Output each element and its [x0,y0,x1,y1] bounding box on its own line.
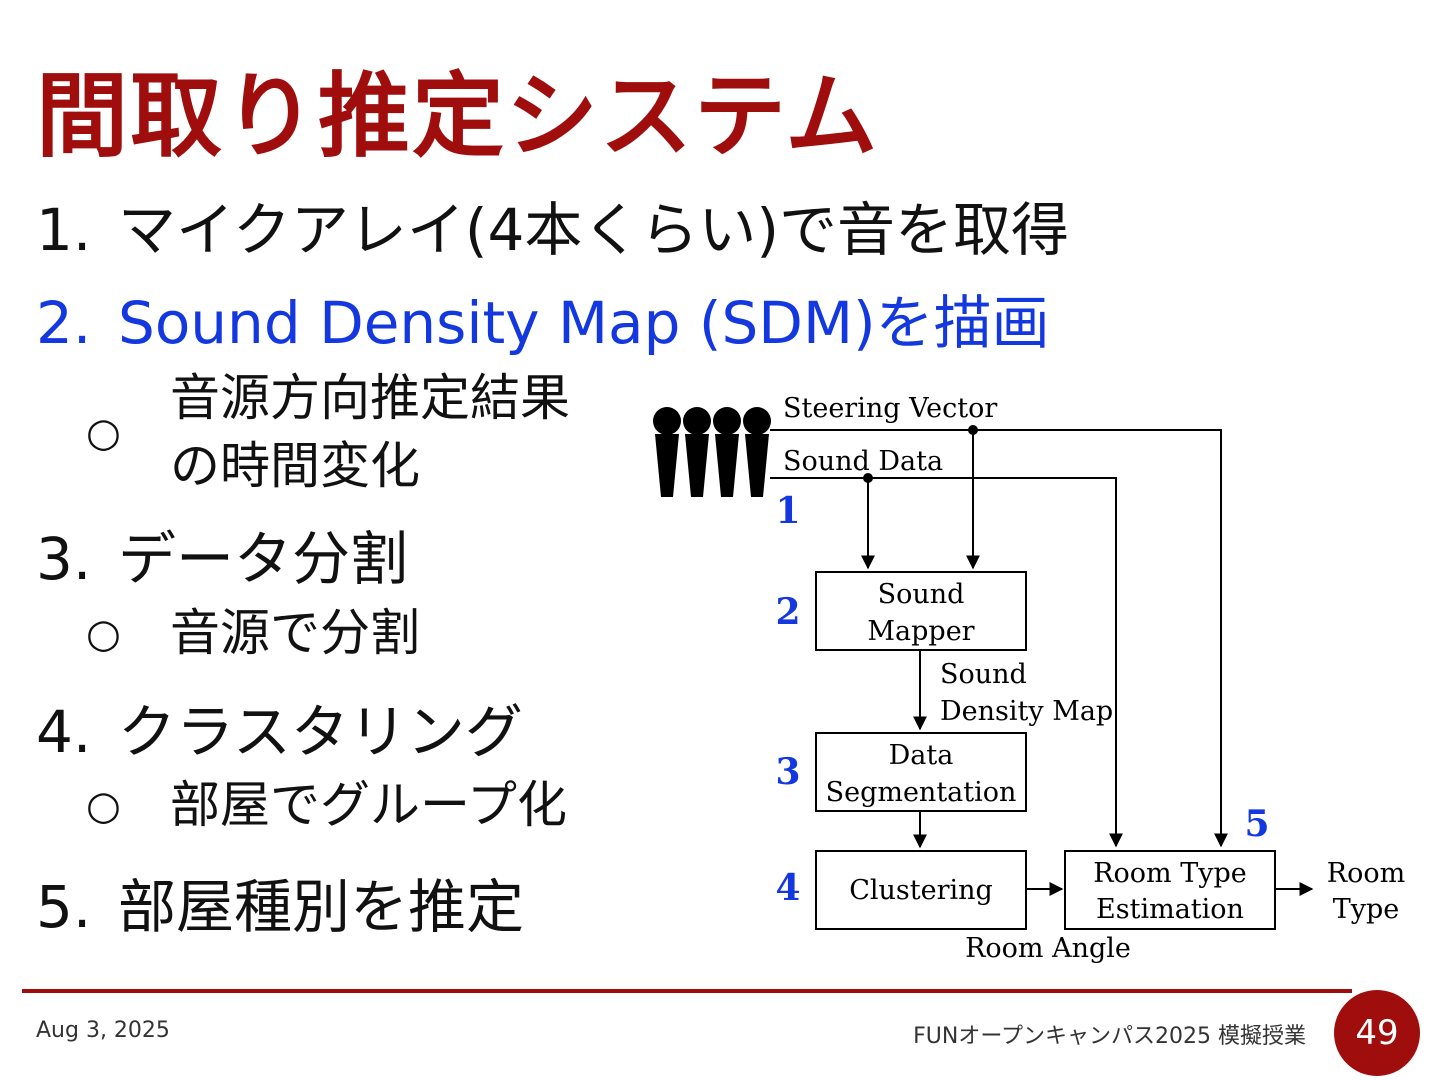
data-segmentation-label: Segmentation [826,777,1017,808]
step-4-sub: ○ 部屋でグループ化 [86,772,567,840]
bullet-icon: ○ [86,782,121,829]
step-1: 1. マイクアレイ(4本くらい)で音を取得 [36,183,1069,267]
clustering-box [815,850,1027,930]
footer-divider [22,989,1352,993]
step-number-4: 4 [775,867,800,909]
room-type-estimation-label: Room Type [1093,858,1247,889]
step-text: マイクアレイ(4本くらい)で音を取得 [118,196,1069,264]
footer-date: Aug 3, 2025 [36,1018,170,1043]
microphone-array-icon [653,407,771,497]
step-number: 4. [36,698,92,766]
step-number: 2. [36,289,92,357]
page-number-badge: 49 [1334,990,1420,1076]
sdm-label: Density Map [940,696,1113,727]
sound-mapper-label: Sound [878,579,965,610]
step-text: Sound Density Map (SDM)を描画 [118,289,1050,357]
bullet-icon: ○ [86,409,121,456]
page-number: 49 [1355,1013,1399,1053]
step-3-sub: ○ 音源で分割 [86,600,420,668]
steering-vector-line [770,429,1228,848]
step-number-5: 5 [1244,803,1269,845]
clustering-label: Clustering [849,875,993,906]
room-type-output-label: Room [1327,858,1405,889]
room-angle-label: Room Angle [965,933,1131,964]
room-type-estimation-box [1064,850,1276,930]
step-number-2: 2 [775,591,800,633]
step-2: 2. Sound Density Map (SDM)を描画 [36,276,1050,360]
sound-data-label: Sound Data [783,446,943,477]
step-2-sub: ○ 音源方向推定結果 の時間変化 [86,365,570,500]
step-text: 部屋種別を推定 [118,873,525,941]
footer-event: FUNオープンキャンパス2025 模擬授業 [913,1024,1306,1049]
sound-data-line [770,477,1123,848]
steering-vector-label: Steering Vector [783,393,997,424]
data-segmentation-box [815,732,1027,812]
step-number-1: 1 [775,490,800,532]
data-segmentation-label: Data [889,740,954,771]
step-3: 3. データ分割 [36,512,408,596]
signal-lines [770,429,1314,896]
step-number: 5. [36,873,92,941]
step-4: 4. クラスタリング [36,685,523,769]
sound-mapper-label: Mapper [867,616,974,647]
room-type-output-label: Type [1333,894,1400,925]
page-title: 間取り推定システム [36,63,880,170]
sound-mapper-box [815,571,1027,651]
bullet-icon: ○ [86,610,121,657]
step-text: データ分割 [118,525,409,593]
sub-text: 部屋でグループ化 [170,776,567,834]
step-number: 1. [36,196,92,264]
step-text: クラスタリング [118,698,523,766]
room-type-estimation-label: Estimation [1096,894,1244,925]
step-number: 3. [36,525,92,593]
junction-dot [968,425,978,435]
sub-text: 音源で分割 [170,604,420,662]
step-number-3: 3 [775,751,800,793]
sdm-label: Sound [940,659,1027,690]
sub-text: 音源方向推定結果 の時間変化 [170,369,570,495]
step-5: 5. 部屋種別を推定 [36,860,524,944]
junction-dot [863,473,873,483]
